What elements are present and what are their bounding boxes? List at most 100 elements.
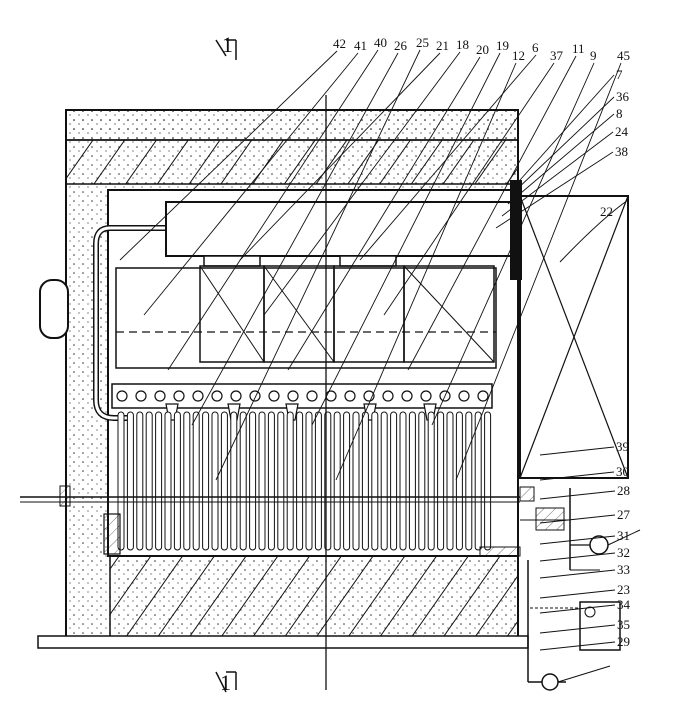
burner-hole	[306, 390, 318, 402]
ref-label-32: 32	[617, 545, 630, 560]
radiant-tube	[343, 411, 351, 551]
base-plate	[37, 635, 529, 649]
radiant-tube	[202, 411, 210, 551]
radiant-tube	[484, 411, 492, 551]
burner-hole	[458, 390, 470, 402]
radiant-tube	[446, 411, 454, 551]
ref-label-11: 11	[572, 41, 585, 56]
leader-line	[495, 151, 614, 229]
burner-hole	[420, 390, 432, 402]
leader-line	[263, 51, 461, 316]
radiant-tube	[296, 411, 304, 551]
burner-hole	[230, 390, 242, 402]
ref-label-41: 41	[354, 38, 367, 53]
ref-label-35: 35	[617, 617, 630, 632]
radiant-tube	[455, 411, 463, 551]
burner-hole	[211, 390, 223, 402]
section-marker-bottom-label: 1	[220, 670, 231, 695]
radiant-tube	[352, 411, 360, 551]
ref-label-25: 25	[416, 35, 429, 50]
leader-line	[539, 514, 616, 524]
radiant-tube	[277, 411, 285, 551]
ref-label-9: 9	[590, 48, 597, 63]
leader-line	[513, 96, 615, 193]
ref-label-45: 45	[617, 48, 630, 63]
ref-label-6: 6	[532, 40, 539, 55]
right-piping	[519, 486, 641, 691]
leader-line	[215, 49, 421, 481]
radiant-tube-bank	[117, 411, 492, 551]
ref-label-39: 39	[616, 439, 629, 454]
radiant-tube	[183, 411, 191, 551]
leader-line	[539, 490, 616, 500]
burner-hole	[477, 390, 489, 402]
leader-line	[359, 54, 537, 261]
radiant-tube	[380, 411, 388, 551]
burner-hole	[135, 390, 147, 402]
radiant-tube	[267, 411, 275, 551]
crucible-chambers	[115, 265, 497, 369]
ref-label-24: 24	[615, 124, 629, 139]
leader-line	[539, 604, 616, 614]
radiant-tube	[192, 411, 200, 551]
ref-label-30: 30	[616, 464, 629, 479]
radiant-tube	[427, 411, 435, 551]
radiant-tube	[437, 411, 445, 551]
radiant-tube	[371, 411, 379, 551]
radiant-tube	[418, 411, 426, 551]
burner-hole	[116, 390, 128, 402]
radiant-tube	[314, 411, 322, 551]
flue-duct	[510, 180, 522, 280]
leader-line	[507, 113, 615, 205]
leader-line	[335, 62, 517, 481]
radiant-tube	[126, 411, 134, 551]
leader-line	[287, 56, 481, 371]
leader-lines	[119, 49, 622, 651]
ref-label-36: 36	[616, 89, 630, 104]
burner-hole	[154, 390, 166, 402]
burner-hole	[287, 390, 299, 402]
ref-label-21: 21	[436, 38, 449, 53]
ref-label-20: 20	[476, 42, 489, 57]
radiant-tube	[390, 411, 398, 551]
leader-line	[539, 569, 616, 579]
leader-line	[519, 74, 615, 181]
radiant-tube	[211, 411, 219, 551]
radiant-tube	[474, 411, 482, 551]
radiant-tube	[361, 411, 369, 551]
ref-label-22: 22	[600, 204, 613, 219]
side-port-knob	[39, 279, 69, 339]
ref-label-19: 19	[496, 38, 509, 53]
leader-line	[383, 62, 555, 316]
ref-label-29: 29	[617, 634, 630, 649]
ref-label-18: 18	[456, 37, 469, 52]
ref-label-33: 33	[617, 562, 630, 577]
ref-label-42: 42	[333, 36, 346, 51]
leader-line	[407, 55, 577, 371]
leader-line	[539, 589, 616, 599]
leader-line	[539, 446, 615, 456]
ref-label-37: 37	[550, 48, 564, 63]
leader-line	[501, 131, 614, 217]
burner-hole	[344, 390, 356, 402]
section-marker-top-label: 1	[222, 32, 233, 57]
burner-hole	[268, 390, 280, 402]
radiant-tube	[136, 411, 144, 551]
ref-label-12: 12	[512, 48, 525, 63]
radiant-tube	[220, 411, 228, 551]
ref-label-8: 8	[616, 106, 623, 121]
radiant-tube	[399, 411, 407, 551]
drain-fitting-left	[59, 485, 121, 555]
ref-label-27: 27	[617, 507, 631, 522]
burner-hole	[325, 390, 337, 402]
burner-hole	[401, 390, 413, 402]
leader-line	[119, 50, 338, 261]
radiant-tube	[164, 411, 172, 551]
furnace-casing	[65, 109, 519, 641]
leader-line	[239, 52, 441, 261]
radiant-tube	[145, 411, 153, 551]
radiant-tube	[465, 411, 473, 551]
